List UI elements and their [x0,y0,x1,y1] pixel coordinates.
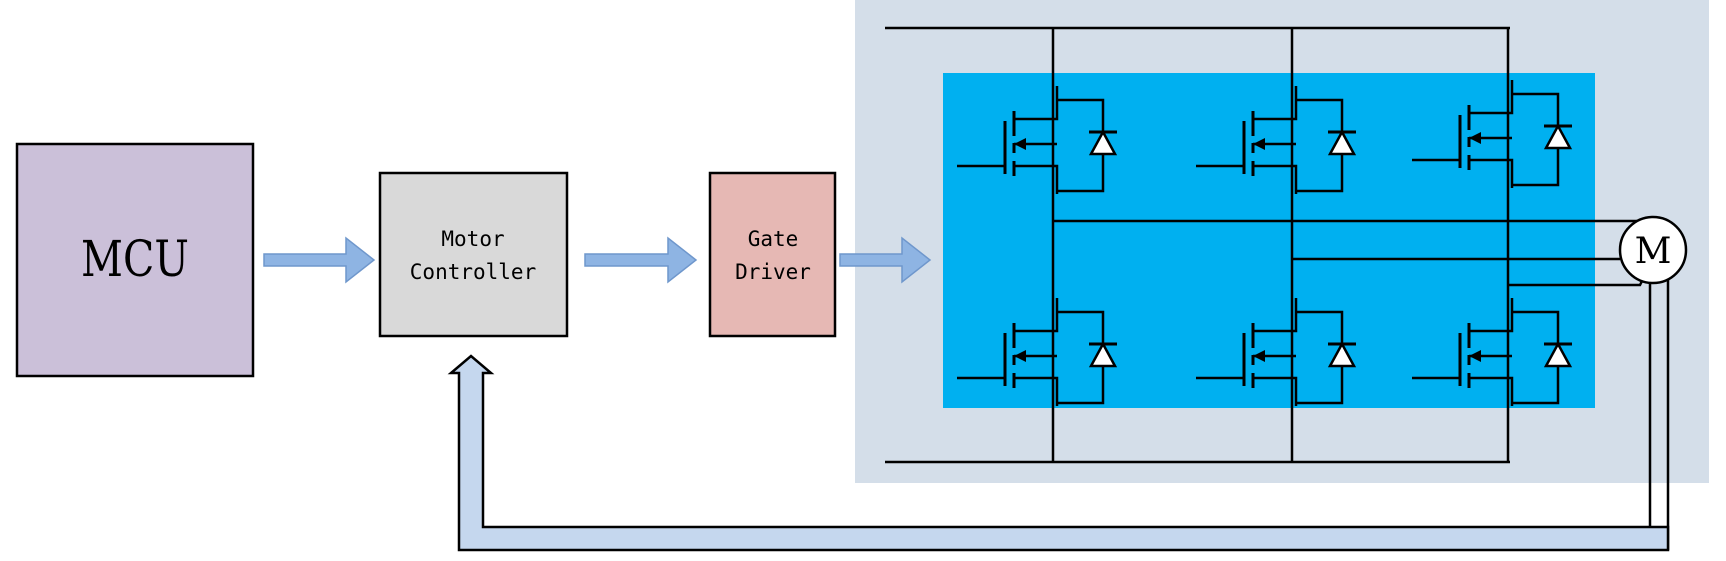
arrow-mcu-to-controller [263,236,376,284]
arrow-controller-to-driver [584,236,698,284]
motor-symbol [1618,215,1688,285]
feedback-arrow [447,354,1670,552]
gate-driver-label-line2: Driver [735,260,811,284]
inverter-inner-panel [943,73,1595,408]
motor-controller-label-line2: Controller [410,260,536,284]
gate-driver-block [708,171,837,338]
motor-controller-block [378,171,569,338]
motor-controller-label-line1: Motor [441,227,504,251]
motor-label: M [1635,231,1672,272]
gate-driver-label-line1: Gate [748,227,799,251]
mcu-label: MCU [81,230,189,288]
mcu-block [15,142,255,378]
arrow-driver-to-inverter [839,236,932,284]
